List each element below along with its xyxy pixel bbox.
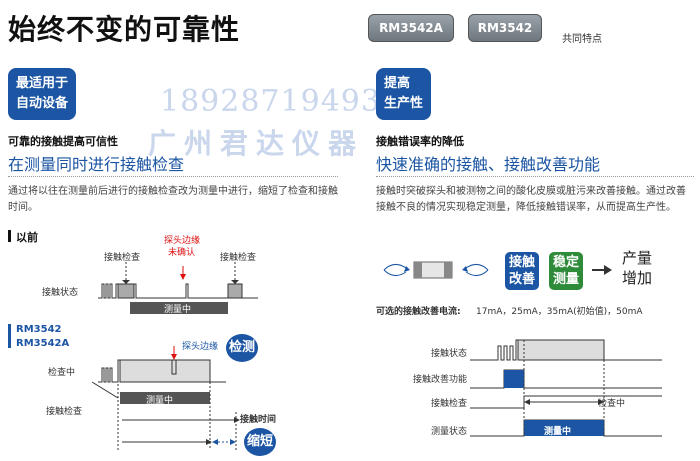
contact-time-label: 接触时间 xyxy=(240,415,277,425)
previous-measuring: 测量中 xyxy=(164,305,192,315)
page-title: 始终不变的可靠性 xyxy=(8,13,241,46)
probe-edge-unconfirmed-2: 未确认 xyxy=(168,248,196,258)
left-body: 通过将以往在测量前后进行的接触检查改为测量中进行，缩短了检查和接触时间。 xyxy=(8,186,338,213)
previous-label: 以前 xyxy=(16,231,38,244)
detect-badge: 检测 xyxy=(226,334,258,362)
previous-contact-state: 接触状态 xyxy=(42,288,79,298)
stable-measure-box: 稳定 测量 xyxy=(549,252,584,290)
probe-edge-unconfirmed-1: 探头边缘 xyxy=(164,236,201,246)
watermark-company: 广州君达仪器 xyxy=(148,127,365,160)
right-divider xyxy=(376,176,694,177)
right-body: 接触时突破探头和被测物之间的酸化皮膜或脏污来改善接触。通过改善接触不良的情况实现… xyxy=(376,186,686,213)
previous-marker xyxy=(8,230,11,242)
common-features-label: 共同特点 xyxy=(562,34,602,45)
shorten-badge: 缩短 xyxy=(244,428,276,456)
right-tag: 提高 生产性 xyxy=(376,68,432,120)
output-increase-line1: 产量 xyxy=(622,249,653,267)
left-tag-line1: 最适用于 xyxy=(16,76,69,91)
left-heading: 在测量同时进行接触检查 xyxy=(8,155,185,174)
right-subtitle: 接触错误率的降低 xyxy=(376,135,464,148)
check-during-label: 检查中 xyxy=(48,368,76,378)
model-badge-rm3542: RM3542 xyxy=(468,14,542,42)
right-heading: 快速准确的接触、接触改善功能 xyxy=(376,155,601,174)
right-measuring: 测量中 xyxy=(544,427,572,437)
model-badge-rm3542a: RM3542A xyxy=(368,14,454,42)
previous-contact-check-2: 接触检查 xyxy=(220,253,257,263)
contact-improve-box: 接触 改善 xyxy=(505,252,540,290)
right-check-during: 检查中 xyxy=(598,399,626,409)
current-timing-diagram xyxy=(91,346,240,450)
stable-measure-line2: 测量 xyxy=(553,272,580,287)
output-increase: 产量 增加 xyxy=(622,248,652,288)
probe-edge-label: 探头边缘 xyxy=(182,342,219,352)
right-tag-line1: 提高 xyxy=(384,76,411,91)
right-tag-line2: 生产性 xyxy=(384,96,424,111)
new-model-rm3542: RM3542 xyxy=(16,324,62,335)
watermark-phone: 18928719493 xyxy=(160,84,381,119)
left-subtitle: 可靠的接触提高可信性 xyxy=(8,135,118,148)
currents-value: 17mA，25mA，35mA(初始值)，50mA xyxy=(476,307,643,317)
previous-contact-check-1: 接触检查 xyxy=(104,253,141,263)
output-increase-line2: 增加 xyxy=(622,269,653,287)
left-tag-line2: 自动设备 xyxy=(16,96,69,111)
flow-arrow-icon xyxy=(592,265,612,275)
current-measuring: 测量中 xyxy=(146,396,174,406)
currents-label: 可选的接触改善电流: xyxy=(376,307,461,317)
new-models-marker xyxy=(8,324,11,348)
contact-improve-line2: 改善 xyxy=(509,272,536,287)
right-timing-diagram xyxy=(470,339,662,437)
row-measure-state: 测量状态 xyxy=(431,427,468,437)
row-contact-check: 接触检查 xyxy=(431,399,468,409)
stable-measure-line1: 稳定 xyxy=(553,255,580,270)
row-contact-state: 接触状态 xyxy=(431,349,468,359)
new-model-rm3542a: RM3542A xyxy=(16,338,70,349)
previous-timing-diagram xyxy=(98,262,258,314)
left-tag: 最适用于 自动设备 xyxy=(8,68,77,120)
probe-contact-illustration xyxy=(383,261,489,279)
left-divider xyxy=(8,176,338,177)
contact-improve-line1: 接触 xyxy=(509,255,536,270)
row-contact-improve: 接触改善功能 xyxy=(413,375,468,385)
current-contact-check: 接触检查 xyxy=(46,407,83,417)
